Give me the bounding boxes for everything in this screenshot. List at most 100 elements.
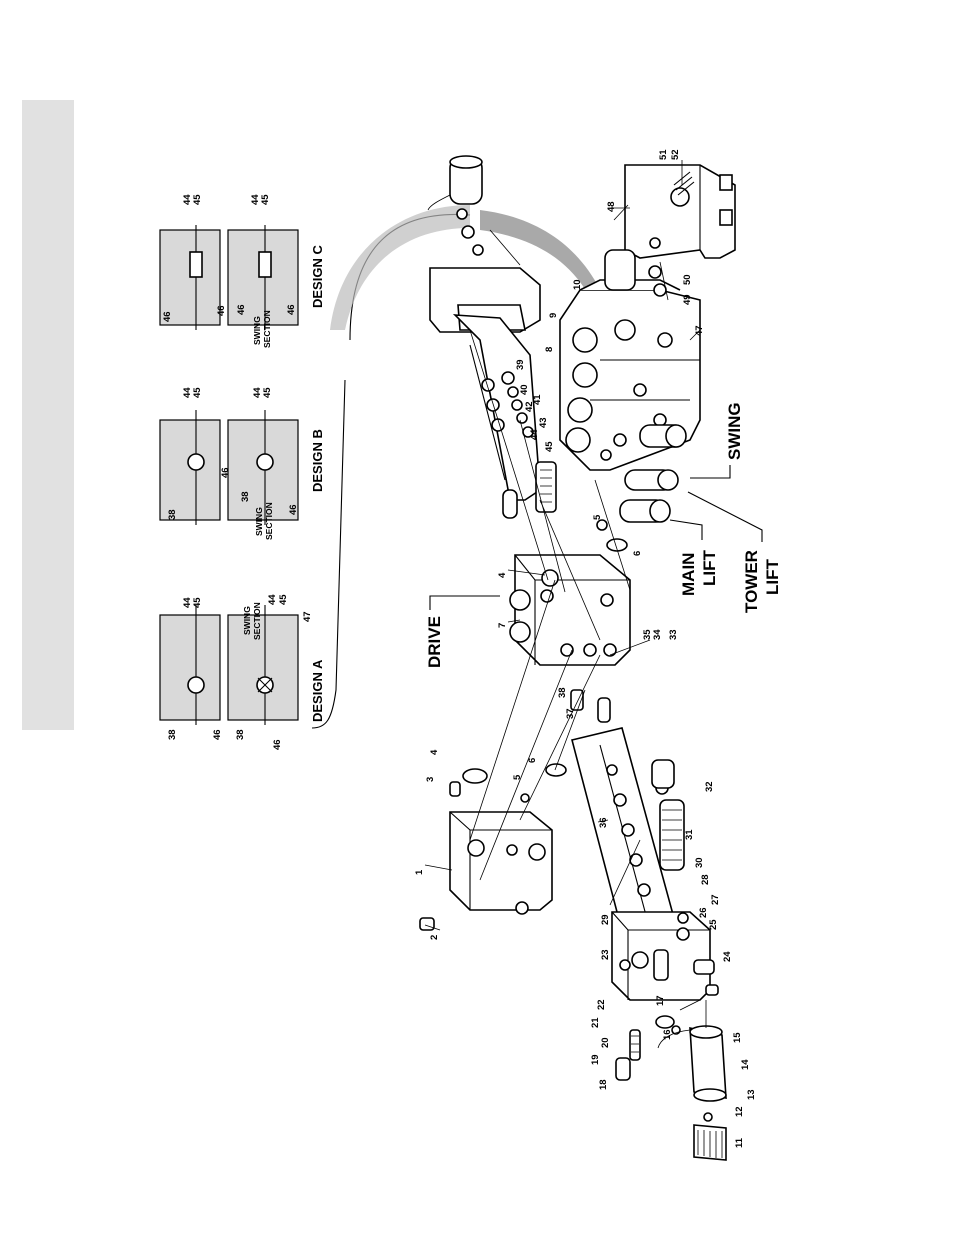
callout-19: 19 bbox=[590, 1054, 601, 1065]
callout-30: 30 bbox=[694, 857, 705, 868]
swing-section-b-2: SECTION bbox=[264, 502, 274, 540]
callout-7: 7 bbox=[497, 623, 508, 628]
design-b-label: DESIGN B bbox=[310, 429, 325, 492]
callout-25: 25 bbox=[708, 919, 719, 930]
main-lift-label-2: LIFT bbox=[700, 550, 719, 586]
callout-41: 41 bbox=[532, 394, 543, 405]
callout-39: 39 bbox=[515, 359, 526, 370]
callout-32: 32 bbox=[704, 781, 715, 792]
callout-45-a2: 45 bbox=[278, 594, 289, 605]
callout-52: 52 bbox=[670, 149, 681, 160]
callout-29: 29 bbox=[600, 914, 611, 925]
callout-44-c1: 44 bbox=[182, 194, 193, 205]
callout-46-c3: 46 bbox=[236, 304, 247, 315]
outlet-section-29 bbox=[611, 911, 719, 1001]
callout-35: 35 bbox=[642, 629, 653, 640]
callout-24: 24 bbox=[722, 951, 733, 962]
callout-4-inlet: 4 bbox=[429, 749, 440, 755]
small-parts-16-22 bbox=[615, 1015, 681, 1081]
callout-10: 10 bbox=[572, 279, 583, 290]
callout-50: 50 bbox=[682, 274, 693, 285]
side-strip bbox=[22, 100, 74, 730]
main-lift-label-1: MAIN bbox=[679, 553, 698, 596]
callout-46-a2: 46 bbox=[272, 739, 283, 750]
callout-8: 8 bbox=[544, 347, 555, 352]
inlet-section-1 bbox=[419, 811, 553, 931]
callout-45-b1: 45 bbox=[192, 387, 203, 398]
main-lift-leader bbox=[669, 519, 703, 540]
drive-label: DRIVE bbox=[425, 616, 444, 668]
swing-section-b-1: SWING bbox=[254, 507, 264, 536]
callout-42: 42 bbox=[524, 401, 535, 412]
callout-44-main: 44 bbox=[529, 429, 540, 440]
callout-28: 28 bbox=[700, 874, 711, 885]
design-b-inset bbox=[159, 410, 299, 525]
callout-13: 13 bbox=[746, 1089, 757, 1100]
drive-section-7 bbox=[509, 554, 631, 666]
callout-44-a1: 44 bbox=[182, 597, 193, 608]
end-plate-48 bbox=[612, 164, 736, 259]
callout-15: 15 bbox=[732, 1032, 743, 1043]
callout-20: 20 bbox=[600, 1037, 611, 1048]
callout-45-b2: 45 bbox=[262, 387, 273, 398]
drive-leader bbox=[429, 595, 500, 610]
callout-leaders bbox=[424, 160, 701, 931]
callout-36: 36 bbox=[598, 817, 609, 828]
design-c-label: DESIGN C bbox=[310, 245, 325, 308]
tower-lift-leader bbox=[687, 491, 763, 542]
assembly-lines bbox=[469, 229, 707, 1028]
callout-38-a1: 38 bbox=[167, 729, 178, 740]
callout-16: 16 bbox=[662, 1029, 673, 1040]
callout-38-b1: 38 bbox=[167, 509, 178, 520]
callout-44-b2: 44 bbox=[252, 387, 263, 398]
design-a-inset bbox=[159, 605, 299, 725]
tower-lift-label-2: LIFT bbox=[763, 559, 782, 595]
top-solenoid bbox=[427, 155, 484, 256]
callout-5-upper: 5 bbox=[592, 514, 603, 520]
callout-31: 31 bbox=[684, 829, 695, 840]
callout-43: 43 bbox=[538, 417, 549, 428]
callout-46-c1: 46 bbox=[162, 311, 173, 322]
callout-9: 9 bbox=[548, 313, 559, 318]
callout-34: 34 bbox=[652, 629, 663, 640]
callout-22: 22 bbox=[596, 999, 607, 1010]
callout-14: 14 bbox=[740, 1059, 751, 1070]
design-c-inset bbox=[159, 225, 299, 330]
callout-3: 3 bbox=[425, 777, 436, 782]
callout-38-a2: 38 bbox=[235, 729, 246, 740]
callout-44-c2: 44 bbox=[250, 194, 261, 205]
design-a-label: DESIGN A bbox=[310, 659, 325, 722]
callout-17: 17 bbox=[655, 995, 666, 1006]
callout-49: 49 bbox=[682, 294, 693, 305]
callout-48: 48 bbox=[606, 201, 617, 212]
callout-6-lower: 6 bbox=[527, 758, 538, 763]
swing-section-a-2: SECTION bbox=[252, 602, 262, 640]
design-insets: 38 46 38 46 44 45 SWING SECTION 44 45 47… bbox=[159, 194, 471, 750]
callout-6-upper: 6 bbox=[632, 551, 643, 556]
bottom-solenoid bbox=[657, 1025, 727, 1161]
callout-21: 21 bbox=[590, 1017, 601, 1028]
swing-section-c-2: SECTION bbox=[262, 310, 272, 348]
callout-46-c4: 46 bbox=[286, 304, 297, 315]
callout-45-c2: 45 bbox=[260, 194, 271, 205]
callout-23: 23 bbox=[600, 949, 611, 960]
callout-46-a1: 46 bbox=[212, 729, 223, 740]
callout-47: 47 bbox=[302, 611, 313, 622]
tower-lift-label-1: TOWER bbox=[742, 550, 761, 613]
callout-44-b1: 44 bbox=[182, 387, 193, 398]
callout-46-b2: 46 bbox=[288, 504, 299, 515]
callout-45-main: 45 bbox=[544, 441, 555, 452]
valve-bank bbox=[559, 249, 701, 523]
callout-45-c1: 45 bbox=[192, 194, 203, 205]
callout-1: 1 bbox=[414, 869, 425, 875]
callout-46-c2: 46 bbox=[216, 305, 227, 316]
callout-26: 26 bbox=[698, 907, 709, 918]
callout-2: 2 bbox=[429, 935, 440, 940]
callout-37: 37 bbox=[565, 708, 576, 719]
callout-38-b2: 38 bbox=[240, 491, 251, 502]
swing-label: SWING bbox=[725, 402, 744, 460]
callout-4-drive: 4 bbox=[497, 572, 508, 578]
callout-33: 33 bbox=[668, 629, 679, 640]
swing-section-a-1: SWING bbox=[242, 606, 252, 635]
